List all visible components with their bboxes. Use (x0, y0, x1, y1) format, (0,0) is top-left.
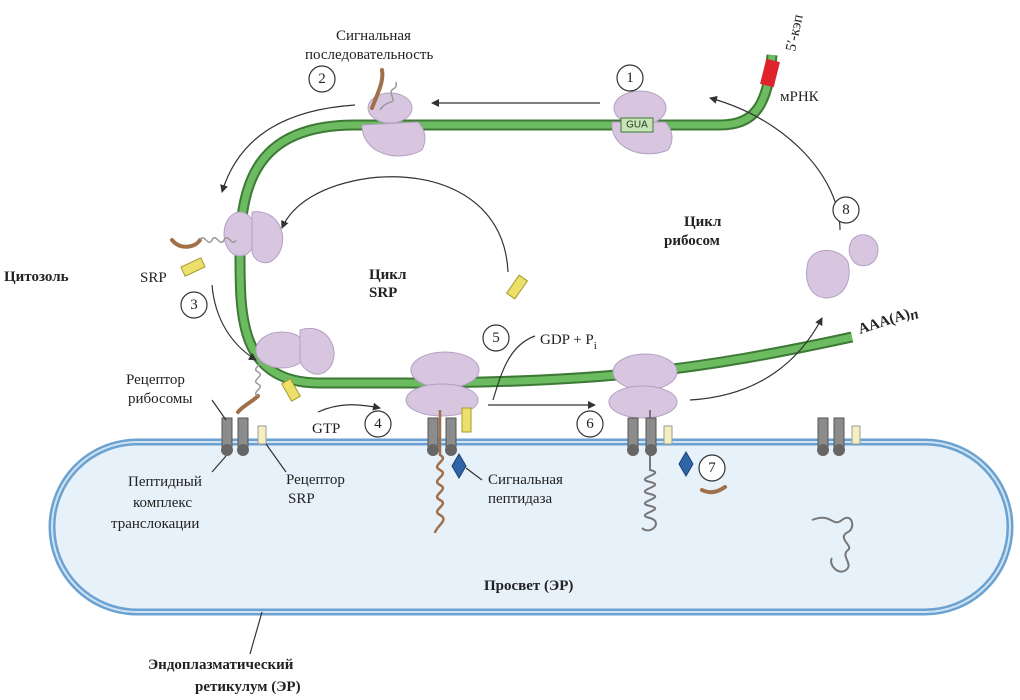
svg-text:6: 6 (586, 416, 594, 432)
label-signal-peptidase-2: пептидаза (488, 491, 553, 507)
step-3: 3 (180, 291, 208, 319)
label-srp-cycle-2: SRP (369, 285, 397, 301)
ribosome-free-subunits (806, 234, 879, 299)
label-signal-peptidase-1: Сигнальная (488, 472, 563, 488)
signal-peptidase-4 (451, 453, 467, 479)
step-7: 7 (698, 454, 726, 482)
signal-peptidase-7 (678, 451, 694, 477)
srp-particle-3 (180, 257, 206, 277)
arrow-gdp (492, 335, 536, 401)
label-translocation-2: комплекс (133, 495, 192, 511)
label-cap: 5′-кэп (783, 13, 806, 53)
ribosome-2 (361, 92, 426, 157)
ribosome-4 (255, 327, 335, 375)
released-protein (811, 516, 854, 573)
arrow-3-to-4 (211, 284, 257, 361)
leader-ribosome-receptor (211, 399, 227, 421)
svg-text:1: 1 (626, 70, 634, 86)
svg-text:3: 3 (190, 297, 198, 313)
five-prime-cap (760, 58, 780, 88)
srp-particle-bound (280, 378, 302, 402)
step-5: 5 (482, 324, 510, 352)
ribosome-3 (223, 211, 284, 264)
step-6: 6 (576, 410, 604, 438)
label-ribosome-receptor-2: рибосомы (128, 391, 192, 407)
signal-sequence-helix-2 (379, 81, 397, 111)
translocon-4 (427, 417, 457, 456)
label-ribosome-receptor-1: Рецептор (126, 372, 185, 388)
arrow-srp-cycle (281, 176, 509, 273)
leader-srp-receptor (265, 443, 287, 473)
label-gtp: GTP (312, 421, 340, 437)
step-8: 8 (832, 196, 860, 224)
label-srp-cycle-1: Цикл (369, 267, 407, 283)
signal-sequence-helix-3 (199, 237, 237, 243)
label-lumen: Просвет (ЭР) (484, 578, 573, 594)
arrow-6-to-release (689, 317, 823, 401)
translocon-6 (627, 417, 673, 456)
step-4: 4 (364, 410, 392, 438)
signal-sequence-helix-4 (255, 359, 261, 397)
label-gdp-pi: GDP + Pi (540, 332, 597, 352)
signal-sequence-peptide-3 (170, 238, 202, 249)
arrow-2-to-3 (220, 104, 356, 193)
label-srp: SRP (140, 270, 167, 286)
svg-text:8: 8 (842, 202, 850, 218)
ribosome-6 (608, 353, 678, 419)
label-ribosome-cycle-1: Цикл (684, 214, 722, 230)
label-ribosome-cycle-2: рибосом (664, 233, 720, 249)
ribosome-5 (405, 351, 480, 417)
translocon-1 (221, 417, 267, 456)
label-poly-a: AAA(A)n (856, 304, 921, 341)
leader-er (249, 611, 263, 655)
gua-codon-label: GUA (626, 120, 648, 131)
label-er-2: ретикулум (ЭР) (195, 679, 301, 695)
label-signal-sequence-2: последовательность (305, 47, 433, 63)
label-mrna: мРНК (780, 89, 820, 105)
label-er-1: Эндоплазматический (148, 657, 294, 673)
nascent-peptide-4 (433, 410, 445, 534)
signal-sequence-peptide-4 (236, 394, 260, 414)
cleaved-signal-peptide (700, 485, 727, 495)
step-circles: 1 2 3 4 5 6 7 8 (180, 64, 860, 482)
label-translocation-1: Пептидный (128, 474, 202, 490)
srp-particle-cycle (505, 274, 529, 300)
signal-sequence-peptide-2 (370, 68, 385, 110)
label-translocation-3: транслокации (111, 516, 199, 532)
svg-text:2: 2 (318, 71, 326, 87)
step-1: 1 (616, 64, 644, 92)
leader-signal-peptidase (465, 467, 483, 481)
srp-receptor-4 (461, 407, 472, 433)
label-srp-receptor-1: Рецептор (286, 472, 345, 488)
svg-text:4: 4 (374, 416, 382, 432)
svg-text:5: 5 (492, 330, 500, 346)
label-cytosol: Цитозоль (4, 269, 69, 285)
leader-translocation (211, 455, 227, 473)
step-2: 2 (308, 65, 336, 93)
nascent-peptide-6 (641, 410, 657, 532)
arrows (211, 96, 841, 655)
svg-text:7: 7 (708, 460, 716, 476)
gua-codon-box (620, 117, 654, 133)
arrow-gtp (317, 402, 381, 413)
er-membrane (48, 438, 1014, 616)
arrow-8-return (709, 96, 841, 231)
label-srp-receptor-2: SRP (288, 491, 315, 507)
translocon-8 (817, 417, 861, 456)
label-signal-sequence-1: Сигнальная (336, 28, 411, 44)
